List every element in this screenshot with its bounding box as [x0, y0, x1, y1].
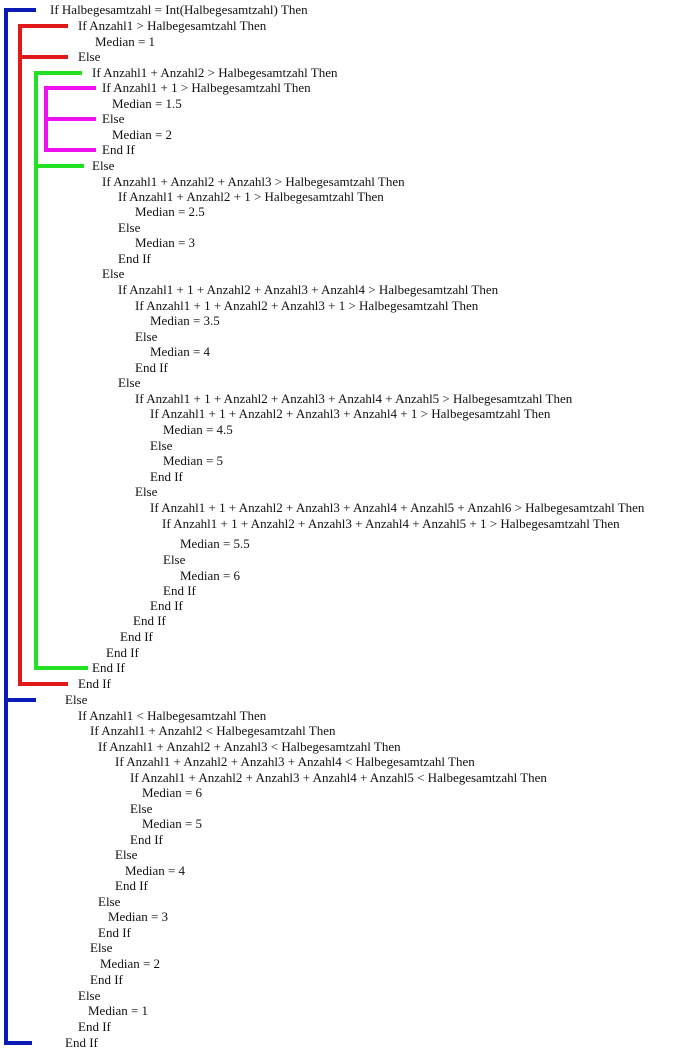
code-line: Median = 1	[88, 1003, 149, 1018]
code-line: If Halbegesamtzahl = Int(Halbegesamtzahl…	[50, 2, 308, 17]
code-line: Median = 5	[163, 453, 224, 468]
code-line: If Anzahl1 + 1 > Halbegesamtzahl Then	[102, 80, 311, 95]
code-line: Else	[118, 220, 141, 235]
level4-endif-arm	[44, 148, 96, 152]
code-line: Median = 3.5	[150, 313, 220, 328]
code-line: Median = 6	[180, 568, 241, 583]
code-line: If Anzahl1 + 1 + Anzahl2 + Anzahl3 + 1 >…	[135, 298, 479, 313]
code-line: Median = 1	[95, 34, 156, 49]
code-line: End If	[150, 469, 183, 484]
code-line: Median = 6	[142, 785, 203, 800]
code-line: If Anzahl1 < Halbegesamtzahl Then	[78, 708, 267, 723]
code-line: Median = 4	[125, 863, 186, 878]
code-line: Else	[135, 329, 158, 344]
code-line: Median = 4.5	[163, 422, 233, 437]
code-line: If Anzahl1 > Halbegesamtzahl Then	[78, 18, 267, 33]
level2-endif-arm	[18, 682, 68, 686]
code-line: Else	[115, 847, 138, 862]
code-line: Median = 5	[142, 816, 203, 831]
code-line: Median = 3	[135, 235, 196, 250]
code-line: Median = 5.5	[180, 536, 250, 551]
level3-if-arm	[34, 71, 82, 75]
code-line: Else	[92, 158, 115, 173]
code-line: Else	[102, 266, 125, 281]
code-line: If Anzahl1 + Anzahl2 + Anzahl3 > Halbege…	[102, 174, 405, 189]
code-line: Else	[150, 438, 173, 453]
code-line: End If	[163, 583, 196, 598]
code-line: End If	[98, 925, 131, 940]
code-line: End If	[78, 1019, 111, 1034]
code-line: End If	[102, 142, 135, 157]
code-line: Median = 4	[150, 344, 211, 359]
level3-endif-arm	[34, 666, 88, 670]
code-line: End If	[118, 251, 151, 266]
code-line: Else	[98, 894, 121, 909]
outer-if-bracket-vertical	[4, 8, 8, 1045]
code-line: If Anzahl1 + Anzahl2 + 1 > Halbegesamtza…	[118, 189, 384, 204]
code-line: If Anzahl1 + 1 + Anzahl2 + Anzahl3 + Anz…	[162, 516, 620, 531]
code-line: If Anzahl1 + 1 + Anzahl2 + Anzahl3 + Anz…	[135, 391, 573, 406]
level2-if-arm	[18, 24, 68, 28]
level2-else-arm	[18, 55, 68, 59]
code-line: End If	[133, 613, 166, 628]
code-line: Median = 2	[112, 127, 173, 142]
code-line: If Anzahl1 + Anzahl2 + Anzahl3 + Anzahl4…	[115, 754, 475, 769]
code-line: Median = 2	[100, 956, 161, 971]
code-line: If Anzahl1 + 1 + Anzahl2 + Anzahl3 + Anz…	[150, 406, 551, 421]
code-line: If Anzahl1 + 1 + Anzahl2 + Anzahl3 + Anz…	[118, 282, 499, 297]
code-line: Else	[163, 552, 186, 567]
level3-else-arm	[34, 164, 84, 168]
code-line: Else	[65, 692, 88, 707]
code-line: Else	[135, 484, 158, 499]
code-line: If Anzahl1 + Anzahl2 > Halbegesamtzahl T…	[92, 65, 338, 80]
code-line: Else	[78, 988, 101, 1003]
code-line: End If	[135, 360, 168, 375]
code-line: Median = 3	[108, 909, 169, 924]
code-line: End If	[78, 676, 111, 691]
level4-if-arm	[44, 86, 96, 90]
code-line: Median = 2.5	[135, 204, 205, 219]
level4-else-arm	[44, 117, 96, 121]
code-line: End If	[130, 832, 163, 847]
code-line: End If	[92, 660, 125, 675]
code-line: If Anzahl1 + Anzahl2 + Anzahl3 + Anzahl4…	[130, 770, 547, 785]
code-line: If Anzahl1 + Anzahl2 + Anzahl3 < Halbege…	[98, 739, 401, 754]
code-line: Else	[90, 940, 113, 955]
code-line: Else	[130, 801, 153, 816]
code-line: Else	[102, 111, 125, 126]
code-line: End If	[106, 645, 139, 660]
level3-bracket-vertical	[34, 71, 38, 670]
outer-if-bracket-arm	[4, 8, 36, 12]
code-line: End If	[150, 598, 183, 613]
outer-endif-bracket-arm	[4, 1041, 32, 1045]
code-line: End If	[115, 878, 148, 893]
code-line: If Anzahl1 + 1 + Anzahl2 + Anzahl3 + Anz…	[150, 500, 645, 515]
outer-else-bracket-arm	[4, 698, 36, 702]
code-line: If Anzahl1 + Anzahl2 < Halbegesamtzahl T…	[90, 723, 336, 738]
code-line: End If	[120, 629, 153, 644]
code-line: End If	[65, 1035, 98, 1050]
code-line: Median = 1.5	[112, 96, 182, 111]
code-line: Else	[118, 375, 141, 390]
code-line: End If	[90, 972, 123, 987]
code-line: Else	[78, 49, 101, 64]
level2-bracket-vertical	[18, 24, 22, 686]
